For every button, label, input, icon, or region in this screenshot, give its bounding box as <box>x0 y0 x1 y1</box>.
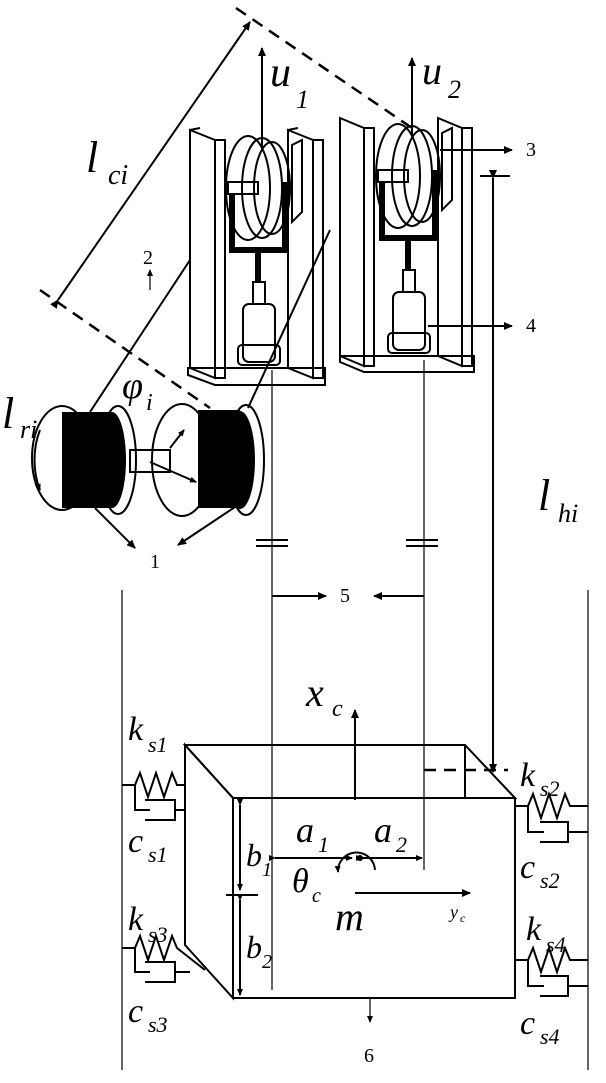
svg-text:k: k <box>128 711 144 748</box>
label-ks2: k s2 <box>520 757 560 801</box>
mass-box <box>185 710 515 998</box>
label-a2: a 2 <box>374 810 407 857</box>
callout-1: 1 <box>150 551 160 573</box>
svg-text:s3: s3 <box>148 1012 168 1037</box>
svg-text:i: i <box>146 390 153 416</box>
svg-text:2: 2 <box>448 75 461 104</box>
winch-drums <box>32 404 264 516</box>
svg-text:m: m <box>335 894 364 939</box>
svg-text:k: k <box>128 901 144 938</box>
svg-text:1: 1 <box>318 832 329 857</box>
svg-text:φ: φ <box>122 365 143 407</box>
svg-text:2: 2 <box>262 951 272 973</box>
svg-text:2: 2 <box>396 832 407 857</box>
label-l-ci: l ci <box>86 133 128 191</box>
label-u1: u 1 <box>270 50 309 114</box>
label-u2: u 2 <box>422 48 461 104</box>
svg-text:s1: s1 <box>148 842 168 867</box>
spring-damper-s2 <box>515 794 588 842</box>
label-ks3: k s3 <box>128 901 168 947</box>
svg-text:l: l <box>2 389 14 438</box>
svg-text:θ: θ <box>292 863 309 900</box>
svg-text:u: u <box>270 50 291 96</box>
svg-text:c: c <box>520 1005 535 1042</box>
svg-text:s4: s4 <box>540 1024 560 1049</box>
label-b1: b 1 <box>246 837 272 881</box>
label-b2: b 2 <box>246 929 272 973</box>
label-theta: θ c <box>292 863 321 907</box>
svg-text:ri: ri <box>20 415 37 444</box>
svg-text:s2: s2 <box>540 868 560 893</box>
svg-text:1: 1 <box>262 859 272 881</box>
svg-text:y: y <box>448 902 458 922</box>
label-xc: x c <box>305 670 343 722</box>
svg-text:l: l <box>86 133 98 182</box>
svg-text:k: k <box>520 757 536 794</box>
svg-text:s4: s4 <box>546 932 566 957</box>
svg-text:c: c <box>460 911 466 925</box>
label-ks1: k s1 <box>128 711 168 757</box>
svg-text:s2: s2 <box>540 776 560 801</box>
svg-text:c: c <box>128 823 143 860</box>
svg-text:x: x <box>305 670 324 715</box>
svg-text:s3: s3 <box>148 922 168 947</box>
svg-text:b: b <box>246 837 262 873</box>
svg-text:c: c <box>312 885 321 907</box>
svg-text:c: c <box>128 993 143 1030</box>
callout-4: 4 <box>526 315 536 337</box>
label-cs3: c s3 <box>128 993 168 1037</box>
label-cs4: c s4 <box>520 1005 560 1049</box>
svg-text:hi: hi <box>558 499 578 528</box>
svg-text:c: c <box>520 849 535 886</box>
svg-text:l: l <box>538 471 550 520</box>
label-a1: a 1 <box>296 810 329 857</box>
svg-text:b: b <box>246 929 262 965</box>
callout-6: 6 <box>364 1045 374 1067</box>
svg-text:u: u <box>422 48 442 93</box>
label-cs1: c s1 <box>128 823 168 867</box>
svg-text:a: a <box>296 810 314 850</box>
svg-text:s1: s1 <box>148 732 168 757</box>
svg-text:c: c <box>332 696 343 722</box>
label-m: m <box>335 894 364 939</box>
svg-text:ci: ci <box>108 160 128 191</box>
callout-2: 2 <box>143 247 153 269</box>
label-yc: y c <box>448 902 466 925</box>
svg-text:a: a <box>374 810 392 850</box>
label-cs2: c s2 <box>520 849 560 893</box>
svg-text:k: k <box>526 911 542 948</box>
label-l-hi: l hi <box>538 471 578 528</box>
spring-damper-s1 <box>122 773 185 820</box>
pulley-frame-2 <box>340 58 474 372</box>
label-phi: φ i <box>122 365 153 416</box>
svg-text:1: 1 <box>296 85 309 114</box>
label-l-ri: l ri <box>2 389 37 444</box>
callout-5: 5 <box>340 585 350 607</box>
callout-3: 3 <box>526 139 536 161</box>
